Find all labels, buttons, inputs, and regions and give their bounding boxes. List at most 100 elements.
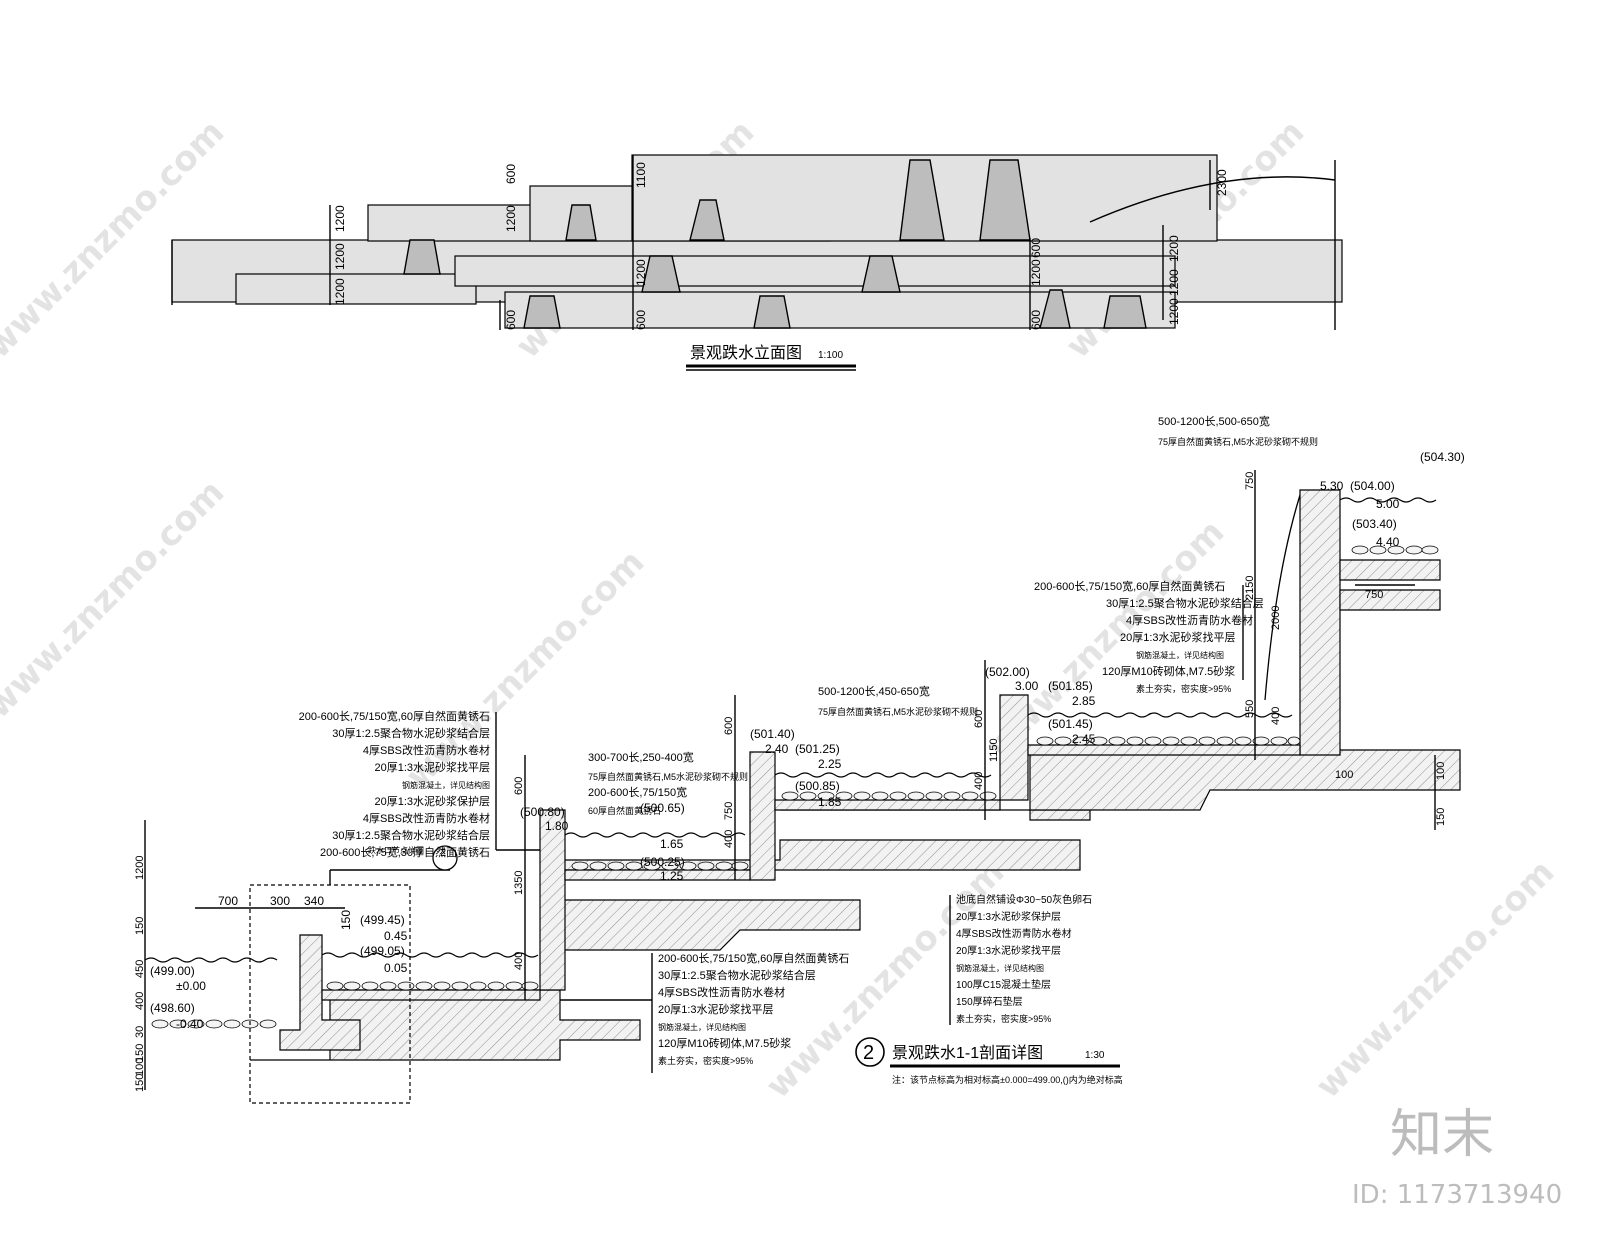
lv-abs: (501.25) bbox=[795, 742, 840, 756]
dim-label: 1200 bbox=[1167, 235, 1181, 262]
lv-rel: 5.00 bbox=[1376, 497, 1400, 511]
dim-label: 1200 bbox=[1167, 269, 1181, 296]
section-water-lines bbox=[144, 494, 1437, 963]
dim-label: 100 bbox=[1435, 762, 1447, 780]
section-title-circle bbox=[855, 1037, 885, 1067]
logo-text: 知末 bbox=[1390, 1105, 1494, 1165]
lv-abs: (498.60) bbox=[150, 1001, 195, 1015]
layer-text: 200-600长,75/150宽,60厚自然面黄锈石 bbox=[1034, 579, 1225, 593]
layer-text: 120厚M10砖砌体,M7.5砂浆 bbox=[658, 1036, 791, 1050]
lv-abs: (503.40) bbox=[1352, 517, 1397, 531]
section-walls bbox=[279, 489, 1441, 1051]
dim-label: 1200 bbox=[1167, 298, 1181, 325]
lv-abs: (502.00) bbox=[985, 665, 1030, 679]
lv-rel: 1.80 bbox=[545, 819, 569, 833]
lv-rel: 1.25 bbox=[660, 869, 684, 883]
layers-bottom-group: 池底自然铺设Φ30~50灰色卵石 20厚1:3水泥砂浆保护层 4厚SBS改性沥青… bbox=[956, 893, 1092, 1024]
layer-text: 素土夯实，密实度>95% bbox=[658, 1055, 753, 1066]
lv-rel: 5.30 bbox=[1320, 479, 1344, 493]
layer-text: 20厚1:3水泥砂浆保护层 bbox=[956, 910, 1061, 923]
dim-label: 150 bbox=[134, 917, 146, 935]
elevation-cascades bbox=[403, 159, 1147, 329]
wall-step-4 bbox=[999, 694, 1029, 801]
dim-label: 400 bbox=[513, 952, 525, 970]
wall-step-1 bbox=[279, 934, 361, 1051]
top-dims: 700 300 340 150 bbox=[218, 894, 353, 930]
wall-step-3 bbox=[749, 751, 776, 881]
elevation-title: 景观跌水立面图 bbox=[690, 344, 802, 362]
elevation-dim-lines bbox=[329, 155, 1211, 330]
dim-label: 1200 bbox=[333, 243, 347, 270]
layer-text: 200-600长,75/150宽,60厚自然面黄锈石 bbox=[299, 709, 490, 723]
dim-label: 750 bbox=[723, 802, 735, 820]
layers-top-group: 200-600长,75/150宽,60厚自然面黄锈石 30厚1:2.5聚合物水泥… bbox=[1034, 579, 1264, 694]
lv-rel: 1.85 bbox=[818, 795, 842, 809]
lv-abs: (504.30) bbox=[1420, 450, 1465, 464]
elevation-scale: 1:100 bbox=[818, 350, 843, 361]
section-view: 2 跌水口节点详图 (504.30) 5.30 (504.00) 5.00 (5… bbox=[134, 414, 1465, 1104]
dim-label: 600 bbox=[504, 164, 518, 184]
layer-text: 4厚SBS改性沥青防水卷材 bbox=[658, 985, 785, 999]
spec-text: 60厚自然面黄锈石 bbox=[588, 805, 661, 816]
lv-rel: 2.25 bbox=[818, 757, 842, 771]
lv-abs: (500.80) bbox=[520, 805, 565, 819]
lv-abs: (501.40) bbox=[750, 727, 795, 741]
layer-text: 30厚1:2.5聚合物水泥砂浆结合层 bbox=[658, 968, 816, 982]
dim-label: 340 bbox=[304, 894, 324, 908]
watermark-text: www.znzmo.com bbox=[1308, 852, 1562, 1106]
level-labels: (504.30) 5.30 (504.00) 5.00 (503.40) 4.4… bbox=[150, 414, 1465, 1031]
dim-label: 750 bbox=[1244, 472, 1256, 490]
callout-text: 跌水口节点详图 bbox=[368, 845, 424, 855]
spec-text: 300-700长,250-400宽 bbox=[588, 750, 694, 764]
dim-label: 1100 bbox=[634, 162, 648, 188]
layer-text: 4厚SBS改性沥青防水卷材 bbox=[363, 811, 490, 825]
dim-label: 550 bbox=[1244, 700, 1256, 718]
dim-label: 150 bbox=[1435, 808, 1447, 826]
spec-text: 75厚自然面黄锈石,M5水泥砂浆砌不规则 bbox=[818, 706, 978, 717]
layer-text: 30厚1:2.5聚合物水泥砂浆结合层 bbox=[1106, 596, 1264, 610]
section-title-no: 2 bbox=[863, 1042, 874, 1064]
layer-text: 4厚SBS改性沥青防水卷材 bbox=[956, 927, 1072, 940]
lv-rel: 4.40 bbox=[1376, 535, 1400, 549]
wall-step-5 bbox=[1299, 489, 1341, 756]
elevation-block bbox=[235, 273, 477, 305]
layer-text: 30厚1:2.5聚合物水泥砂浆结合层 bbox=[332, 726, 490, 740]
dim-label: 100 bbox=[1335, 769, 1353, 781]
layer-text: 池底自然铺设Φ30~50灰色卵石 bbox=[956, 893, 1092, 906]
layer-text: 钢筋混凝土，详见结构图 bbox=[658, 1022, 746, 1032]
callout-no: 2 bbox=[440, 847, 446, 859]
dim-label: 150 bbox=[339, 910, 353, 930]
section-scale: 1:30 bbox=[1085, 1050, 1105, 1061]
dim-label: 2300 bbox=[1215, 169, 1229, 196]
lv-rel: 0.45 bbox=[384, 929, 408, 943]
lv-rel: 0.05 bbox=[384, 961, 408, 975]
lv-abs: (500.85) bbox=[795, 779, 840, 793]
misc-dim-lines bbox=[524, 470, 1436, 1000]
dim-label: 400 bbox=[1270, 707, 1282, 725]
detail-callout-circle bbox=[432, 845, 458, 871]
spec-text: 75厚自然面黄锈石,M5水泥砂浆砌不规则 bbox=[1158, 436, 1318, 447]
lv-abs: (499.00) bbox=[150, 964, 195, 978]
layer-text: 4厚SBS改性沥青防水卷材 bbox=[363, 743, 490, 757]
lv-abs: (501.45) bbox=[1048, 717, 1093, 731]
layers-left-group: 200-600长,75/150宽,60厚自然面黄锈石 30厚1:2.5聚合物水泥… bbox=[299, 709, 490, 859]
dim-label: 1200 bbox=[333, 278, 347, 305]
elevation-dim-labels: 1200 1200 1200 600 600 1200 1100 1200 60… bbox=[333, 162, 1229, 330]
dim-label: 100 bbox=[134, 1058, 146, 1076]
layer-text: 4厚SBS改性沥青防水卷材 bbox=[1126, 613, 1253, 627]
elevation-mound-curve bbox=[1089, 176, 1336, 223]
dim-label: 1200 bbox=[1029, 259, 1043, 286]
dim-label: 600 bbox=[513, 777, 525, 795]
lv-rel: ±0.00 bbox=[176, 979, 206, 993]
dim-label: 30 bbox=[134, 1026, 146, 1038]
layer-text: 120厚M10砖砌体,M7.5砂浆 bbox=[1102, 664, 1235, 678]
logo-id: ID: 1173713940 bbox=[1352, 1180, 1562, 1210]
spec-text: 75厚自然面黄锈石,M5水泥砂浆砌不规则 bbox=[588, 771, 748, 782]
dim-label: 400 bbox=[973, 772, 985, 790]
misc-dims: 600 1350 400 600 400 750 600 1150 400 21… bbox=[513, 472, 1447, 970]
lv-abs: (499.05) bbox=[360, 944, 405, 958]
dim-label: 450 bbox=[134, 960, 146, 978]
layer-text: 100厚C15混凝土垫层 bbox=[956, 978, 1051, 991]
layer-text: 素土夯实，密实度>95% bbox=[1136, 683, 1231, 694]
